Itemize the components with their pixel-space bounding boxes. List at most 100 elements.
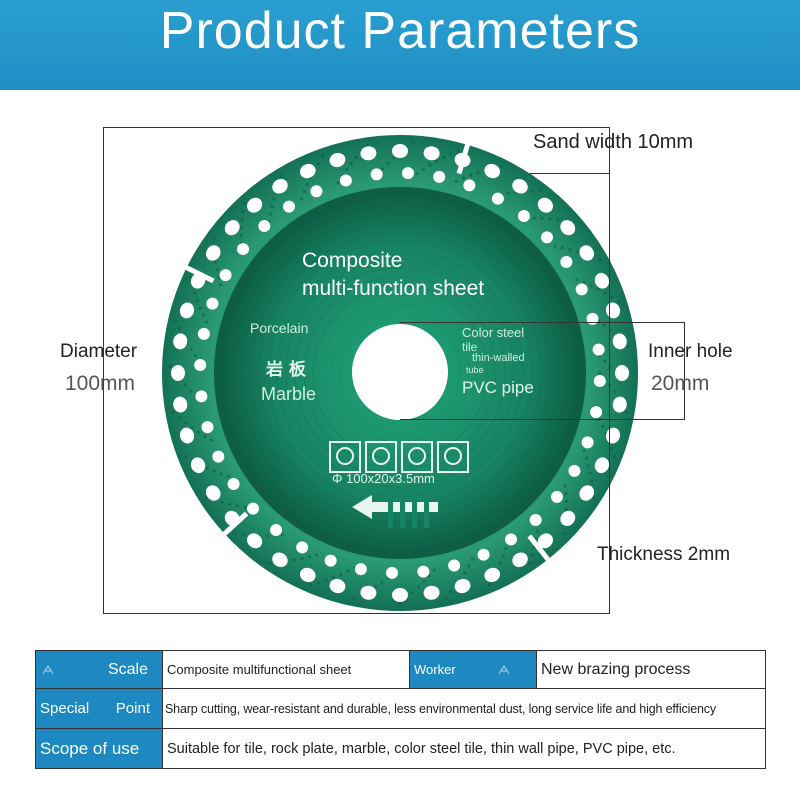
scale-value: Composite multifunctional sheet [162, 650, 410, 689]
rim-hole [179, 302, 195, 319]
inner-hole-frame [400, 322, 685, 420]
rim-slot [527, 534, 552, 563]
scope-header-cell: Scope of use [35, 728, 163, 769]
rim-hole [195, 390, 208, 403]
rim-hole [247, 533, 263, 549]
rim-hole [224, 220, 240, 236]
rim-hole [212, 450, 225, 463]
rim-hole [529, 513, 542, 526]
worker-label: Worker [414, 662, 456, 677]
special-point-value: Sharp cutting, wear-resistant and durabl… [162, 688, 766, 729]
rim-hole [272, 178, 288, 194]
rim-hole [173, 333, 188, 350]
rim-hole [484, 567, 501, 583]
rim-hole [360, 585, 377, 600]
diameter-label: Diameter [60, 341, 138, 362]
scope-value: Suitable for tile, rock plate, marble, c… [162, 728, 766, 769]
mask-icon-box [365, 441, 397, 473]
rim-hole [433, 170, 446, 183]
table-row: Scope of use Suitable for tile, rock pla… [35, 728, 766, 769]
rim-slot [221, 511, 249, 537]
rim-hole [575, 283, 588, 296]
rim-hole [586, 312, 599, 325]
worker-header-cell: Worker [409, 650, 537, 689]
rim-hole [205, 245, 221, 261]
boots-icon [444, 447, 462, 465]
rim-hole [329, 578, 346, 594]
rim-hole [227, 477, 240, 490]
point-label: Point [115, 700, 150, 717]
rim-hole [201, 421, 214, 434]
rim-hole [179, 427, 195, 444]
rim-hole [392, 588, 408, 602]
rim-hole [401, 167, 414, 180]
disc-text-tube: tube [466, 365, 484, 375]
rim-slot [183, 264, 215, 284]
disc-text-pvc-pipe: PVC pipe [462, 378, 534, 397]
rim-hole [386, 566, 399, 579]
inner-hole-label: Inner hole [648, 341, 733, 362]
disc-text-porcelain: Porcelain [250, 320, 308, 336]
rim-hole [463, 179, 476, 192]
scope-label: Scope of use [40, 738, 140, 758]
special-point-header-cell: Special Point [35, 688, 163, 729]
disc-text-tile: tile [462, 340, 478, 354]
rim-hole [272, 552, 288, 568]
ornament-icon [40, 662, 56, 678]
rim-hole [296, 541, 309, 554]
scale-label: Scale [107, 660, 148, 678]
disc-text-rock-plate: 岩 板 [265, 359, 307, 380]
rim-hole [247, 502, 260, 515]
rim-hole [615, 365, 629, 381]
rim-hole [197, 327, 210, 340]
rim-hole [417, 565, 430, 578]
rim-hole [237, 243, 250, 256]
rim-hole [423, 146, 440, 161]
rim-hole [484, 163, 501, 179]
gloves-icon [408, 447, 426, 465]
rim-hole [540, 231, 553, 244]
rim-hole [370, 168, 383, 181]
disc-text-color-steel: Color steel [462, 325, 524, 340]
rim-hole [206, 297, 219, 310]
rim-hole [329, 152, 346, 168]
rim-hole [517, 210, 530, 223]
gloves-icon-box [401, 441, 433, 473]
rim-hole [392, 144, 408, 158]
sand-width-frame [530, 127, 610, 174]
rim-hole [219, 269, 232, 282]
rim-hole [339, 174, 352, 187]
rim-hole [477, 548, 490, 561]
table-row: Scale Composite multifunctional sheet Wo… [35, 650, 766, 689]
table-row: Special Point Sharp cutting, wear-resist… [35, 688, 766, 729]
page-title: Product Parameters [159, 2, 641, 60]
goggles-icon-box [329, 441, 361, 473]
rim-hole [581, 436, 594, 449]
rim-hole [592, 343, 605, 356]
rim-hole [612, 396, 627, 413]
rim-hole [194, 359, 207, 372]
rim-hole [258, 220, 271, 233]
rim-hole [593, 374, 606, 387]
rim-hole [454, 578, 471, 594]
boots-icon-box [437, 441, 469, 473]
rim-hole [171, 365, 185, 381]
rim-hole [448, 559, 461, 572]
rim-hole [512, 552, 528, 568]
header-banner: Product Parameters [0, 0, 800, 90]
disc-title-line2: multi-function sheet [302, 277, 484, 300]
diameter-frame [103, 127, 610, 614]
disc-group [162, 135, 638, 611]
mask-icon [372, 447, 390, 465]
rim-hole [612, 333, 627, 350]
scale-header-cell: Scale [35, 650, 163, 689]
rim-hole [590, 406, 603, 419]
diameter-value: 100mm [65, 372, 136, 395]
disc-text-marble: Marble [261, 384, 316, 404]
rim-hole [512, 178, 528, 194]
rim-hole [247, 197, 263, 213]
rim-hole [537, 197, 553, 213]
rim-hole [560, 510, 576, 526]
rim-hole [560, 256, 573, 269]
